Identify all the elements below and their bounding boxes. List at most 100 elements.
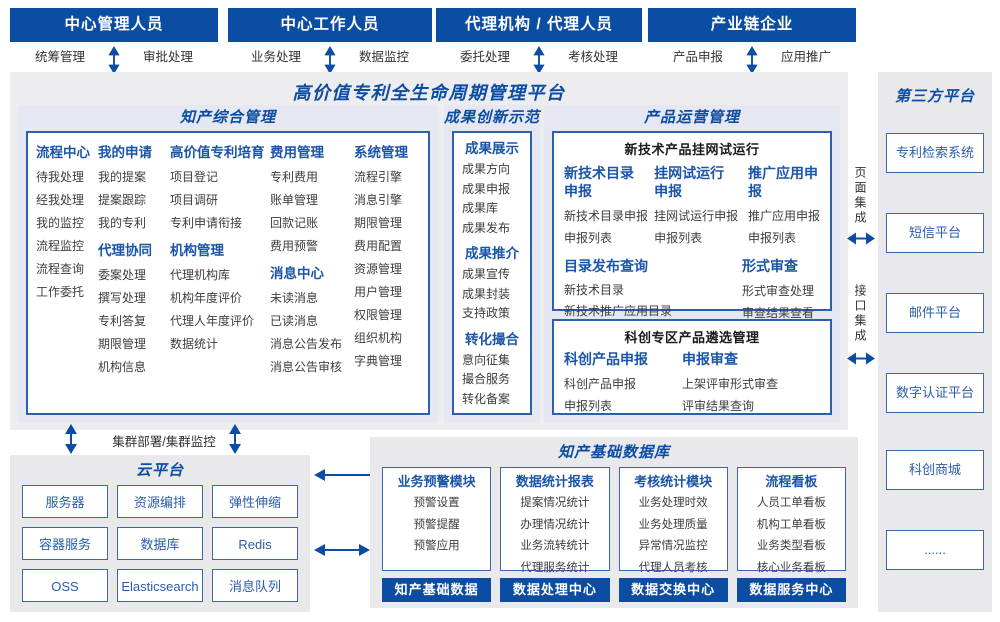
data-library-modules: 业务预警模块 预警设置预警提醒预警应用 知产基础数据 数据统计报表 提案情况统计… xyxy=(370,464,858,602)
menu-item: 机构工单看板 xyxy=(756,518,826,531)
menu-item: 专利申请衔接 xyxy=(170,216,243,230)
selection-column: 申报审查 上架评审形式审查评审结果查询 xyxy=(682,346,820,417)
menu-item: 转化备案 xyxy=(462,391,511,406)
menu-item: 意向征集 xyxy=(462,352,511,367)
menu-item: 科创产品申报 xyxy=(564,377,637,391)
menu-item: 专利费用 xyxy=(270,170,319,184)
section-ip-management: 知产综合管理 流程中心 待我处理经我处理我的监控流程监控流程查询工作委托 我的申… xyxy=(18,105,438,423)
third-party-system-box: 邮件平台 xyxy=(886,293,984,333)
menu-item: 项目登记 xyxy=(170,170,219,184)
menu-item: 业务流转统计 xyxy=(520,540,590,552)
group-header: 转化撮合 xyxy=(465,331,519,347)
actor-actions: 业务处理 数据监控 xyxy=(228,46,432,74)
menu-item: 提案跟踪 xyxy=(98,193,147,207)
group-items: 成果方向成果申报成果库成果发布 xyxy=(454,160,530,238)
box-title: 新技术产品挂网试运行 xyxy=(624,142,760,157)
menu-item: 新技术目录申报 xyxy=(564,209,649,223)
menu-item: 代理服务统计 xyxy=(520,561,590,574)
group-items: 新技术目录申报申报列表 xyxy=(564,205,654,249)
menu-item: 异常情况监控 xyxy=(638,540,708,552)
menu-item: 撰写处理 xyxy=(98,291,147,305)
box-title: 科创专区产品遴选管理 xyxy=(624,330,760,345)
menu-item: 待我处理 xyxy=(36,170,85,184)
module-box: 流程看板 人员工单看板机构工单看板业务类型看板核心业务看板 xyxy=(736,467,846,574)
platform-panel: 高价值专利全生命周期管理平台 知产综合管理 流程中心 待我处理经我处理我的监控流… xyxy=(10,72,848,430)
group-header: 流程中心 xyxy=(36,145,90,160)
third-party-panel: 第三方平台 专利检索系统短信平台邮件平台数字认证平台科创商城...... xyxy=(878,72,992,612)
module-box: 业务预警模块 预警设置预警提醒预警应用 xyxy=(382,467,492,571)
ip-column: 流程中心 待我处理经我处理我的监控流程监控流程查询工作委托 xyxy=(36,137,98,379)
group-header: 申报审查 xyxy=(682,351,738,367)
menu-item: 代理机构库 xyxy=(170,268,231,282)
actor-action-label: 考核处理 xyxy=(568,50,619,64)
menu-item: 上架评审形式审查 xyxy=(682,377,779,391)
section-title: 知产综合管理 xyxy=(179,109,276,126)
actor-title: 产业链企业 xyxy=(648,8,856,42)
actor-action-label: 业务处理 xyxy=(250,50,301,64)
vertical-double-arrow-icon xyxy=(533,46,545,74)
menu-item: 核心业务看板 xyxy=(756,561,826,574)
menu-item: 推广应用申报 xyxy=(747,209,820,223)
vertical-double-arrow-icon xyxy=(65,424,77,454)
menu-item: 流程监控 xyxy=(36,239,85,253)
panel-title: 知产基础数据库 xyxy=(557,444,670,461)
group-header: 成果推介 xyxy=(465,246,519,261)
ip-column: 我的申请 我的提案提案跟踪我的专利 代理协同 委案处理撰写处理专利答复期限管理机… xyxy=(98,137,170,379)
menu-item: 我的专利 xyxy=(98,216,147,230)
menu-item: 我的提案 xyxy=(98,170,147,184)
ip-management-box: 流程中心 待我处理经我处理我的监控流程监控流程查询工作委托 我的申请 我的提案提… xyxy=(26,131,430,415)
group-header: 机构管理 xyxy=(170,243,224,258)
menu-item: 挂网试运行申报 xyxy=(654,209,739,223)
menu-item: 提案情况统计 xyxy=(520,497,590,509)
menu-item: 未读消息 xyxy=(270,291,319,305)
data-library-panel: 知产基础数据库 业务预警模块 预警设置预警提醒预警应用 知产基础数据 数据统计报… xyxy=(370,437,858,608)
menu-item: 支持政策 xyxy=(462,306,511,320)
actor-title: 中心工作人员 xyxy=(228,8,432,42)
group-header: 费用管理 xyxy=(270,145,324,160)
group-header: 系统管理 xyxy=(354,145,408,160)
group-header: 我的申请 xyxy=(98,145,152,160)
menu-item: 数据统计 xyxy=(170,337,219,351)
menu-item: 项目调研 xyxy=(170,193,219,207)
ip-columns: 流程中心 待我处理经我处理我的监控流程监控流程查询工作委托 我的申请 我的提案提… xyxy=(28,133,428,383)
trial-column: 挂网试运行申报 挂网试运行申报申报列表 xyxy=(654,160,748,249)
formal-review-group: 形式审查 形式审查处理审查结果查看 xyxy=(742,253,820,343)
horizontal-double-arrow-icon xyxy=(314,544,370,556)
menu-item: 新技术推广应用目录 xyxy=(564,304,673,318)
group-items: 形式审查处理审查结果查看 xyxy=(742,280,820,324)
menu-item: 组织机构 xyxy=(354,331,403,345)
section-innovation-demo: 成果创新示范 成果展示 成果方向成果申报成果库成果发布 成果推介 成果宣传成果封… xyxy=(444,105,540,423)
group-items: 待我处理经我处理我的监控流程监控流程查询工作委托 xyxy=(36,166,98,304)
menu-item: 消息引擎 xyxy=(354,193,403,207)
third-party-system-box: 专利检索系统 xyxy=(886,133,984,173)
menu-item: 业务处理质量 xyxy=(638,518,708,531)
menu-item: 代理人年度评价 xyxy=(170,314,255,328)
cloud-service-box: OSS xyxy=(22,569,108,602)
group-items: 专利费用账单管理回款记账费用预警 xyxy=(270,166,354,258)
actor-title: 代理机构 / 代理人员 xyxy=(436,8,642,42)
actor-action-label: 统筹管理 xyxy=(34,50,85,64)
trial-column: 推广应用申报 推广应用申报申报列表 xyxy=(748,160,820,249)
module-header: 考核统计模块 xyxy=(634,474,713,489)
third-party-system-box: 科创商城 xyxy=(886,450,984,490)
selection-columns: 科创产品申报 科创产品申报申报列表 申报审查 上架评审形式审查评审结果查询 xyxy=(554,346,830,417)
section-title: 成果创新示范 xyxy=(444,109,541,126)
menu-item: 用户管理 xyxy=(354,285,403,299)
module-column: 流程看板 人员工单看板机构工单看板业务类型看板核心业务看板 数据服务中心 xyxy=(736,467,846,602)
selection-column: 科创产品申报 科创产品申报申报列表 xyxy=(564,346,682,417)
menu-item: 我的监控 xyxy=(36,216,85,230)
ip-column: 高价值专利培育 项目登记项目调研专利申请衔接 机构管理 代理机构库机构年度评价代… xyxy=(170,137,270,379)
horizontal-double-arrow-icon xyxy=(847,352,875,365)
panel-title: 云平台 xyxy=(135,462,184,479)
cloud-service-box: 数据库 xyxy=(117,527,203,560)
menu-item: 形式审查处理 xyxy=(742,284,815,298)
group-header: 推广应用申报 xyxy=(747,165,818,199)
menu-item: 经我处理 xyxy=(36,193,85,207)
cloud-service-box: 弹性伸缩 xyxy=(212,485,298,518)
group-items: 委案处理撰写处理专利答复期限管理机构信息 xyxy=(98,264,170,379)
menu-item: 已读消息 xyxy=(270,314,319,328)
actor-action-label: 产品申报 xyxy=(672,50,723,64)
section-product-ops: 产品运营管理 新技术产品挂网试运行 新技术目录申报 新技术目录申报申报列表 挂网… xyxy=(544,105,840,423)
menu-item: 预警设置 xyxy=(413,497,460,509)
menu-item: 预警提醒 xyxy=(413,518,460,531)
